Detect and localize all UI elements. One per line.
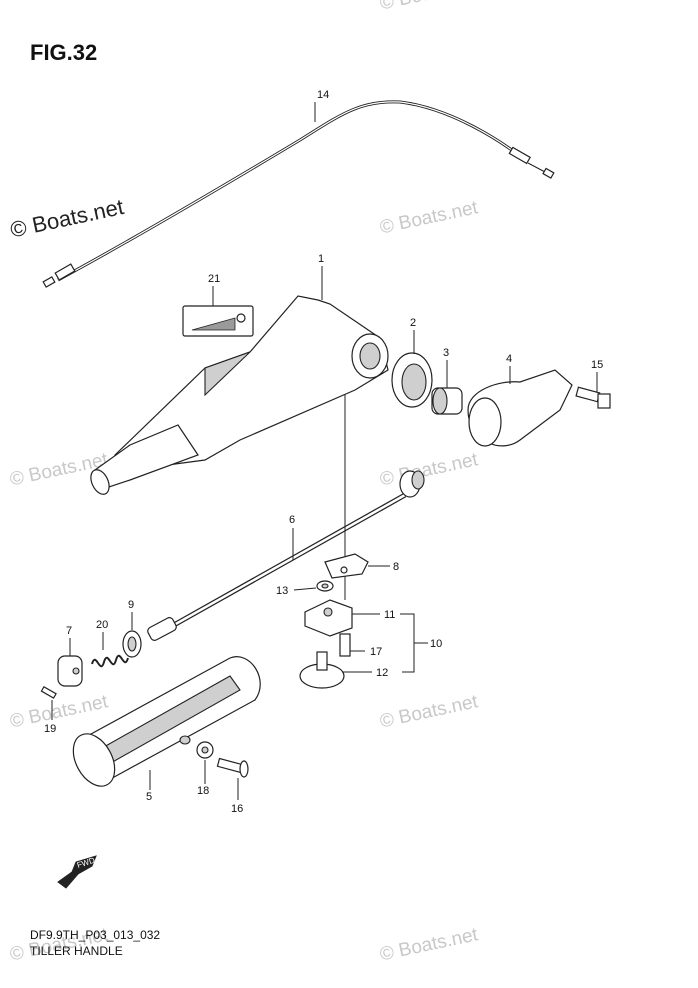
part-7-collar [57, 638, 83, 687]
callout-4: 4 [506, 353, 512, 365]
group-10-bracket [400, 613, 428, 673]
part-1-tiller-body [90, 266, 389, 495]
callout-12: 12 [376, 667, 388, 679]
callout-20: 20 [96, 619, 108, 631]
part-14-cable [42, 100, 555, 288]
part-17-screw [339, 633, 365, 657]
part-4-cover [467, 366, 573, 447]
part-5-grip [72, 656, 261, 790]
part-8-plate [324, 553, 390, 579]
callout-14: 14 [317, 89, 329, 101]
part-20-spring [91, 632, 129, 668]
part-6-rod [147, 470, 425, 641]
callout-17: 17 [370, 646, 382, 658]
part-21-label-plate [182, 286, 254, 337]
callout-16: 16 [231, 803, 243, 815]
figure-code: DF9.9TH_P03_013_032 [30, 928, 161, 942]
callout-9: 9 [128, 599, 134, 611]
callout-18: 18 [197, 785, 209, 797]
fwd-arrow: FWD [57, 855, 97, 889]
part-9-sleeve [122, 612, 142, 658]
callout-2: 2 [410, 317, 416, 329]
part-3-bushing [431, 360, 463, 415]
part-13-washer [293, 580, 334, 592]
callout-21: 21 [208, 273, 220, 285]
part-15-bolt [575, 372, 611, 409]
callout-6: 6 [289, 514, 295, 526]
part-16-screw [216, 757, 249, 800]
part-12-base [299, 651, 372, 689]
callout-19: 19 [44, 723, 56, 735]
part-19-pin [40, 685, 57, 720]
callout-15: 15 [591, 359, 603, 371]
callout-13: 13 [276, 585, 288, 597]
callout-10: 10 [430, 638, 442, 650]
callout-8: 8 [393, 561, 399, 573]
callout-11: 11 [384, 609, 395, 621]
callout-3: 3 [443, 347, 449, 359]
part-11-arm [304, 599, 380, 637]
part-18-lock-washer [196, 741, 214, 784]
figure-title: FIG.32 [30, 40, 98, 65]
callout-7: 7 [66, 625, 72, 637]
callout-5: 5 [146, 791, 152, 803]
figure-name: TILLER HANDLE [30, 944, 123, 958]
callout-1: 1 [318, 253, 324, 265]
part-2-ring [391, 330, 433, 408]
